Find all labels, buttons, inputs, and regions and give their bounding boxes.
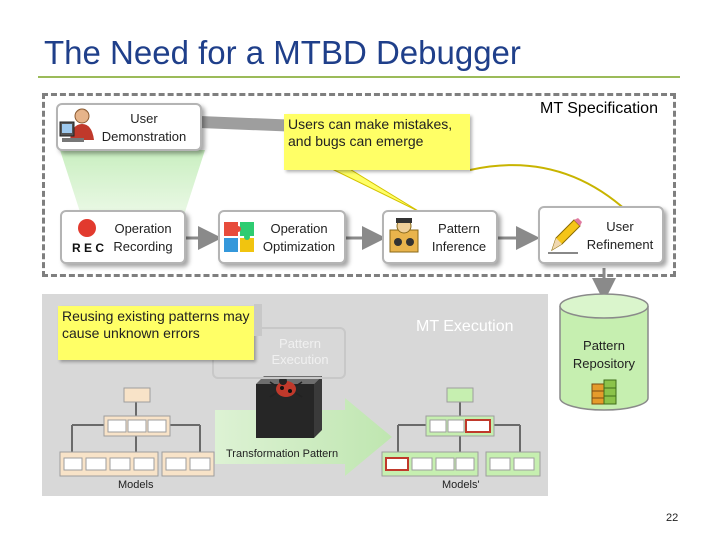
pattern-inference-label: Pattern Inference — [431, 221, 487, 254]
reusing-callout-tab — [254, 304, 262, 336]
operation-optimization-label: Operation Optimization — [262, 221, 336, 254]
puzzle-icon — [224, 222, 254, 252]
database-icon — [591, 379, 617, 405]
models-tree — [59, 387, 215, 477]
page-title: The Need for a MTBD Debugger — [44, 34, 521, 71]
record-icon: R E C — [72, 219, 104, 255]
pattern-repository-label: Pattern Repository — [572, 338, 636, 371]
mistakes-callout-pointer — [329, 167, 421, 213]
pencil-icon — [548, 218, 582, 254]
models-prime-label: Models' — [442, 479, 480, 491]
mistakes-callout: Users can make mistakes, and bugs can em… — [284, 114, 470, 170]
demo-to-callout-connector — [200, 116, 300, 132]
operation-recording-label: Operation Recording — [113, 221, 173, 254]
mt-specification-frame — [42, 93, 676, 277]
title-underline — [38, 76, 680, 78]
reusing-patterns-callout: Reusing existing patterns may cause unkn… — [58, 306, 254, 360]
user-refinement-label: User Refinement — [586, 219, 654, 252]
page-number: 22 — [666, 512, 679, 524]
mt-specification-label: MT Specification — [540, 100, 658, 117]
transformation-pattern-label: Transformation Pattern — [226, 448, 339, 460]
models-label: Models — [118, 479, 154, 491]
arc-to-user-refinement — [469, 164, 629, 213]
operation-optimization-box — [218, 210, 346, 264]
user-demonstration-label: User Demonstration — [101, 111, 187, 144]
pattern-repository-cylinder — [559, 293, 649, 411]
user-at-computer-icon — [59, 108, 94, 142]
inference-icon — [389, 218, 419, 253]
rec-text: R E C — [72, 241, 104, 255]
demonstration-beam — [60, 150, 205, 212]
models-prime-tree — [381, 387, 541, 477]
bug-icon — [269, 377, 303, 398]
pattern-execution-label: Pattern Execution — [271, 336, 329, 367]
operation-recording-box — [60, 210, 186, 264]
mt-execution-label: MT Execution — [416, 318, 514, 335]
